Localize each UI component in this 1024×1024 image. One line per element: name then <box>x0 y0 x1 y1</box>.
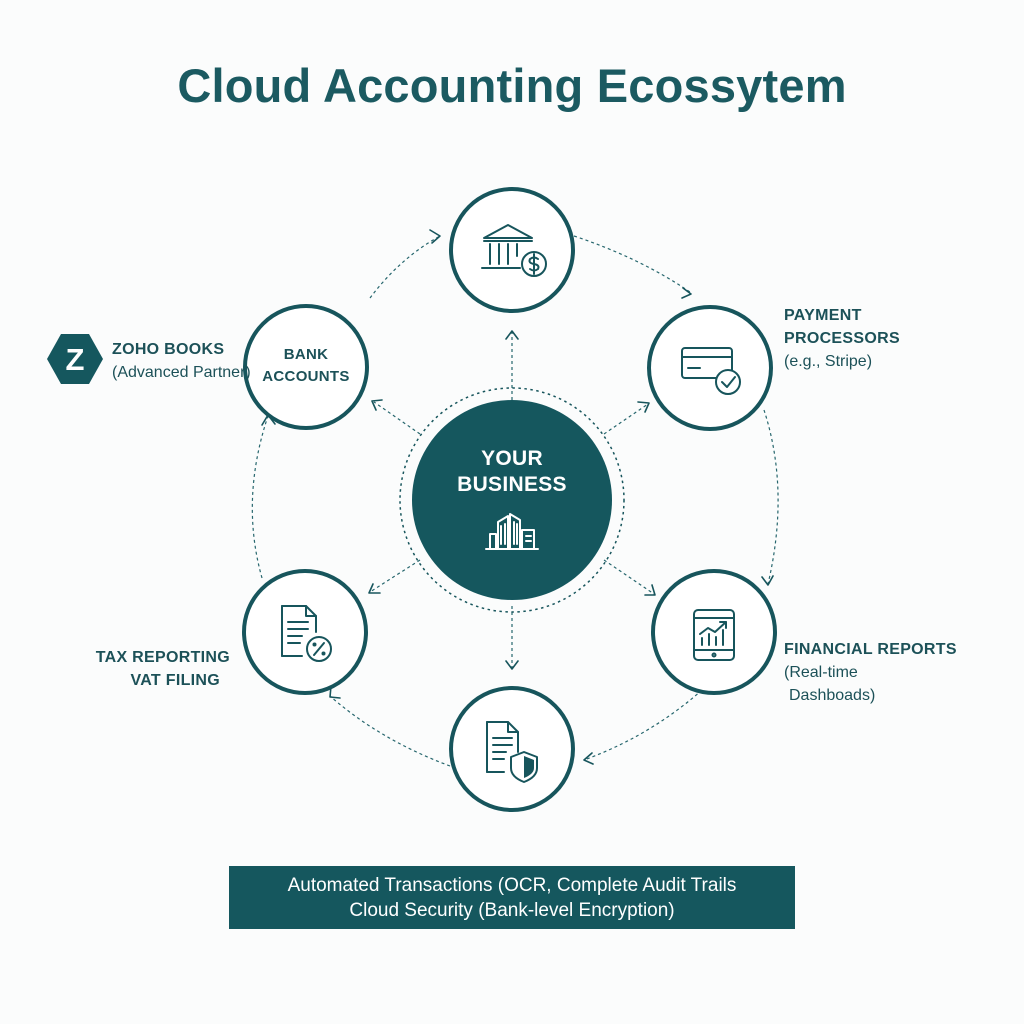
spoke-arrow-bank <box>371 399 383 411</box>
core-label-line1: YOUR <box>481 447 543 470</box>
connector-payments-to-reports <box>763 409 779 585</box>
zoho-hexagon-icon: Z <box>47 334 103 384</box>
spoke-arrow-security <box>505 660 519 670</box>
arrowhead-to-payments <box>681 287 692 299</box>
spoke-arrow-tax <box>368 583 381 594</box>
payments-label-sub: (e.g., Stripe) <box>784 353 873 370</box>
document-shield-icon <box>486 721 538 783</box>
payments-label-line2: PROCESSORS <box>784 330 900 347</box>
spoke-to-bank <box>373 401 421 435</box>
connector-top-to-payments <box>573 235 691 293</box>
connector-reports-to-security <box>583 689 703 761</box>
spoke-to-reports <box>603 559 655 595</box>
arrowhead-to-tax <box>329 685 341 699</box>
reports-label: FINANCIAL REPORTS (Real-time Dashboads) <box>784 638 957 707</box>
node-security-circle <box>449 686 575 812</box>
document-percent-icon <box>281 605 332 662</box>
reports-label-sub2: Dashboads) <box>789 687 876 704</box>
node-top-circle <box>449 187 575 313</box>
payments-label-line1: PAYMENT <box>784 307 862 324</box>
spoke-arrow-reports <box>644 584 656 596</box>
reports-label-sub1: (Real-time <box>784 664 858 681</box>
features-banner: Automated Transactions (OCR, Complete Au… <box>229 866 795 929</box>
node-bank-circle <box>243 304 369 430</box>
features-banner-line1: Automated Transactions (OCR, Complete Au… <box>287 875 737 896</box>
reports-label-title: FINANCIAL REPORTS <box>784 641 957 658</box>
page-title: Cloud Accounting Ecossytem <box>177 59 847 112</box>
spoke-arrow-payments <box>637 401 650 413</box>
payments-label: PAYMENT PROCESSORS (e.g., Stripe) <box>784 304 900 373</box>
zoho-label-sub: (Advanced Partner) <box>112 364 251 381</box>
tax-label-line2: VAT FILING <box>130 672 220 689</box>
features-banner-line2: Cloud Security (Bank-level Encryption) <box>349 900 675 921</box>
bank-accounts-label: BANK ACCOUNTS <box>250 344 362 388</box>
bank-accounts-line1: BANK <box>283 346 329 363</box>
zoho-label-title: ZOHO BOOKS <box>112 341 225 358</box>
spoke-to-tax <box>369 559 421 593</box>
buildings-icon <box>485 513 539 550</box>
bank-accounts-line2: ACCOUNTS <box>262 368 350 385</box>
tax-label-line1: TAX REPORTING <box>95 649 230 666</box>
spoke-to-payments <box>603 403 649 435</box>
core-label-line2: BUSINESS <box>457 473 567 496</box>
bank-dollar-icon <box>481 224 547 277</box>
credit-card-check-icon <box>681 347 741 395</box>
core-circle <box>412 400 612 600</box>
core-label: YOUR BUSINESS <box>420 446 604 498</box>
connector-tax-to-bank <box>251 415 269 579</box>
node-payments-circle <box>647 305 773 431</box>
tablet-chart-icon <box>693 609 735 661</box>
arrowhead-to-security <box>583 752 594 765</box>
arrowhead-to-reports <box>761 575 774 586</box>
spoke-arrow-top <box>505 330 519 340</box>
tax-label: TAX REPORTING VAT FILING <box>80 646 230 692</box>
core-dotted-ring <box>399 387 625 613</box>
node-tax-circle <box>242 569 368 695</box>
zoho-badge-letter: Z <box>66 342 85 377</box>
arrowhead-to-top <box>429 229 441 244</box>
connector-security-to-tax <box>329 695 451 767</box>
zoho-label: ZOHO BOOKS (Advanced Partner) <box>112 338 251 384</box>
connector-bank-to-top <box>369 235 441 299</box>
